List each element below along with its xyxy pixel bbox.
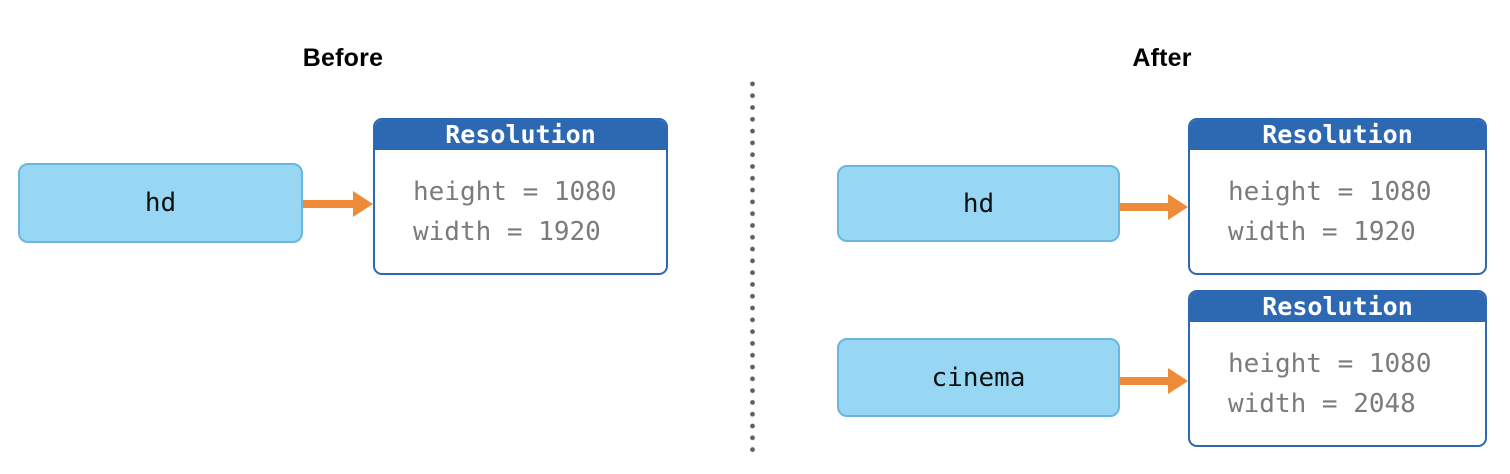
reference-arrow-icon [303,186,373,222]
instance-field-width: width = 1920 [1228,217,1416,247]
variable-box-hd-before: hd [18,163,303,243]
instance-field-height: height = 1080 [1228,349,1432,379]
instance-box-resolution-after-cinema: Resolution height = 1080 width = 2048 [1188,290,1487,447]
instance-class-name: Resolution [1190,292,1485,322]
arrow-head [353,191,373,217]
variable-label: hd [962,188,995,219]
before-after-divider [750,78,755,456]
after-title: After [1132,44,1192,72]
instance-body: height = 1080 width = 1920 [375,150,666,252]
arrow-head [1168,368,1188,394]
variable-label: cinema [931,362,1026,393]
variable-box-cinema-after: cinema [837,338,1120,417]
instance-field-height: height = 1080 [413,177,617,207]
instance-field-height: height = 1080 [1228,177,1432,207]
instance-box-resolution-after-hd: Resolution height = 1080 width = 1920 [1188,118,1487,275]
before-title: Before [302,44,384,72]
variable-box-hd-after: hd [837,165,1120,242]
variable-label: hd [144,188,177,218]
arrow-shaft [1120,377,1168,385]
reference-arrow-icon [1120,189,1188,225]
instance-box-resolution-before: Resolution height = 1080 width = 1920 [373,118,668,275]
arrow-shaft [303,200,353,208]
instance-field-width: width = 2048 [1228,389,1416,419]
arrow-shaft [1120,203,1168,211]
instance-class-name: Resolution [375,120,666,150]
instance-body: height = 1080 width = 2048 [1190,322,1485,424]
instance-body: height = 1080 width = 1920 [1190,150,1485,252]
arrow-head [1168,194,1188,220]
instance-field-width: width = 1920 [413,217,601,247]
reference-arrow-icon [1120,363,1188,399]
instance-class-name: Resolution [1190,120,1485,150]
